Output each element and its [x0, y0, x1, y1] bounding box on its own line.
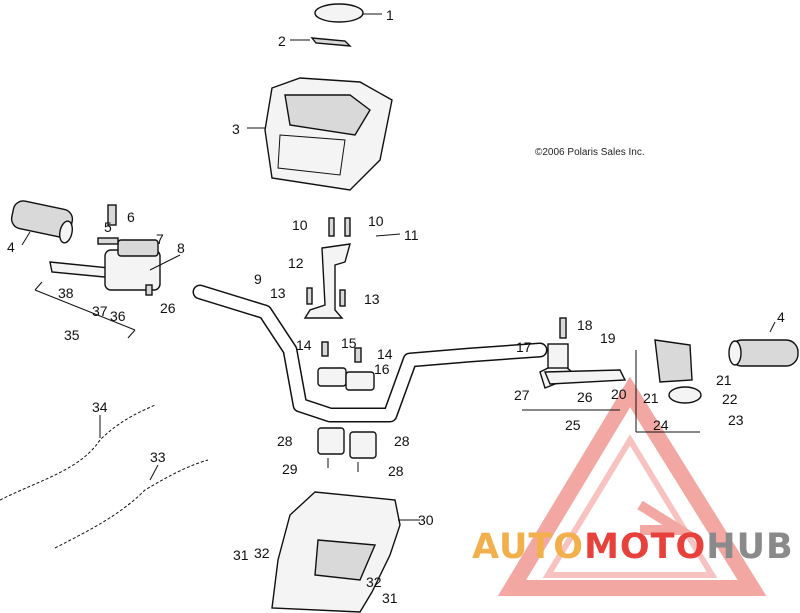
callout-5: 5: [104, 219, 112, 235]
clip-part: [290, 37, 352, 47]
callout-26a: 26: [577, 389, 593, 405]
watermark-auto: AUTO: [472, 527, 585, 567]
callout-33: 33: [150, 449, 166, 465]
callout-13a: 13: [270, 285, 286, 301]
handlebar: [192, 284, 548, 423]
callout-26b: 26: [160, 300, 176, 316]
callout-34: 34: [92, 399, 108, 415]
callout-11: 11: [404, 227, 419, 243]
callout-21a: 21: [643, 390, 659, 406]
callout-31b: 31: [382, 590, 398, 606]
callout-20: 20: [611, 386, 627, 402]
watermark-moto: MOTO: [584, 527, 707, 567]
grip-right: [728, 321, 799, 367]
cap-oval: [314, 3, 382, 23]
callout-23: 23: [728, 412, 744, 428]
callout-8: 8: [177, 240, 185, 256]
watermark-text: AUTOMOTOHUB: [472, 527, 794, 567]
throttle-assembly: [522, 317, 702, 433]
callout-19: 19: [600, 330, 616, 346]
callout-21b: 21: [716, 372, 732, 388]
grip-left: [10, 200, 74, 246]
callout-15: 15: [341, 335, 357, 351]
callout-28b: 28: [394, 433, 410, 449]
callout-6: 6: [127, 209, 135, 225]
lower-cover: [271, 491, 420, 613]
callout-37: 37: [92, 303, 108, 319]
callout-25: 25: [565, 417, 581, 433]
callout-32b: 32: [366, 574, 382, 590]
mount-bracket: [303, 217, 401, 319]
callout-labels: 1 2 3 4 5 6 7 8 9 10 10 11 12 13 13 14 1…: [7, 7, 785, 606]
bar-clamps: [317, 341, 375, 391]
callout-31a: 31: [233, 547, 249, 563]
callout-14a: 14: [296, 337, 312, 353]
callout-16: 16: [374, 361, 390, 377]
copyright-notice: ©2006 Polaris Sales Inc.: [535, 147, 645, 158]
callout-38: 38: [58, 285, 74, 301]
brake-master-cylinder: [34, 204, 181, 339]
pod-cover: [247, 77, 393, 191]
callout-3: 3: [232, 121, 240, 137]
callout-22: 22: [722, 391, 738, 407]
callout-12: 12: [288, 255, 304, 271]
callout-14b: 14: [377, 346, 393, 362]
callout-24: 24: [653, 417, 669, 433]
cable-34: [0, 404, 156, 501]
callout-9: 9: [254, 271, 262, 287]
callout-28a: 28: [277, 433, 293, 449]
callout-32a: 32: [254, 545, 270, 561]
callout-17: 17: [516, 339, 532, 355]
callout-1: 1: [386, 7, 394, 23]
callout-7: 7: [156, 231, 164, 247]
callout-2: 2: [278, 33, 286, 49]
callout-35: 35: [64, 327, 80, 343]
callout-29: 29: [282, 461, 298, 477]
callout-10b: 10: [368, 213, 384, 229]
watermark-logo: [497, 376, 767, 596]
watermark-hub: HUB: [706, 527, 794, 567]
callout-4b: 4: [777, 309, 785, 325]
callout-36: 36: [110, 308, 126, 324]
callout-13b: 13: [364, 291, 380, 307]
callout-27: 27: [514, 387, 530, 403]
callout-4: 4: [7, 239, 15, 255]
callout-28c: 28: [388, 463, 404, 479]
cable-33: [54, 459, 209, 549]
bar-risers: [317, 427, 377, 472]
callout-18: 18: [577, 317, 593, 333]
callout-30: 30: [418, 512, 434, 528]
callout-10a: 10: [292, 217, 308, 233]
